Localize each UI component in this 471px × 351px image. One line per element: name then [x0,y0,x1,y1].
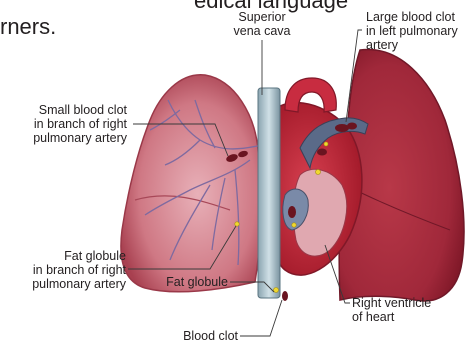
label-fat-branch-line2: in branch of right [0,263,126,277]
label-small-clot-line1: Small blood clot [0,103,127,117]
label-fat-branch-line1: Fat globule [0,249,126,263]
label-superior-vena-cava-line2: vena cava [212,24,312,38]
label-small-blood-clot: Small blood clot in branch of right pulm… [0,103,127,145]
label-fat-globule: Fat globule [120,275,228,289]
vena-cava [258,88,280,298]
label-fat-branch-line3: pulmonary artery [0,277,126,291]
label-fat-globule-branch: Fat globule in branch of right pulmonary… [0,249,126,291]
label-superior-vena-cava-line1: Superior [212,10,312,24]
label-right-ventricle: Right ventricle of heart [352,296,431,324]
right-lung [121,75,261,292]
label-right-ventricle-line1: Right ventricle [352,296,431,310]
label-blood-clot: Blood clot [130,329,238,343]
label-superior-vena-cava: Superior vena cava [212,10,312,38]
label-right-ventricle-line2: of heart [352,310,431,324]
label-large-clot-line3: artery [366,38,458,52]
label-small-clot-line2: in branch of right [0,117,127,131]
label-large-clot-line2: in left pulmonary [366,24,458,38]
label-large-blood-clot: Large blood clot in left pulmonary arter… [366,10,458,52]
label-small-clot-line3: pulmonary artery [0,131,127,145]
label-large-clot-line1: Large blood clot [366,10,458,24]
